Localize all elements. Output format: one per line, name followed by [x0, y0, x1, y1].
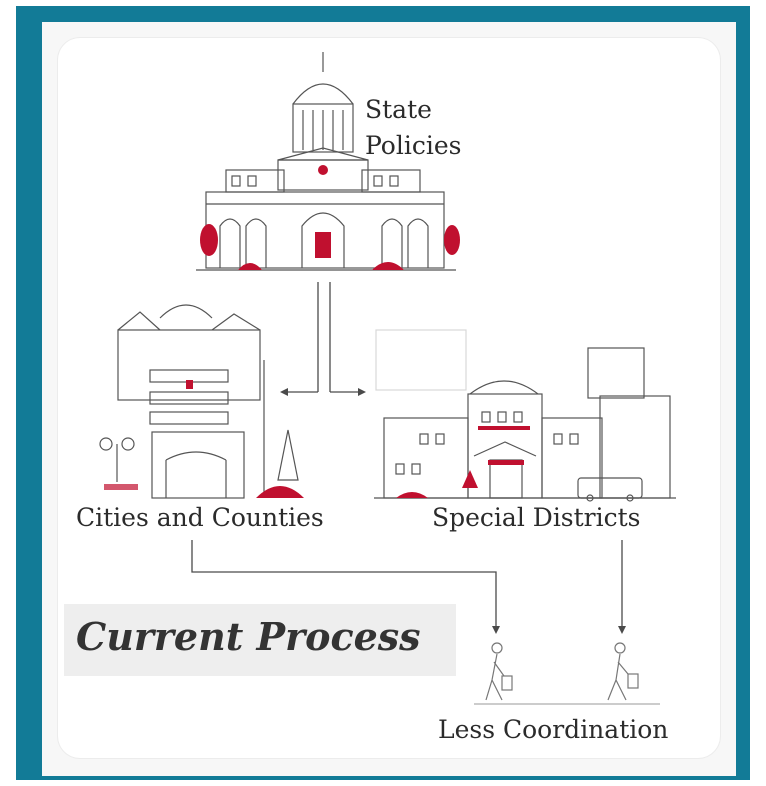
- state-label-line1: State: [365, 95, 432, 124]
- node-special-districts: Special Districts: [432, 503, 641, 532]
- arrow-down-icon: [492, 626, 500, 634]
- node-less-coordination: Less Coordination: [438, 715, 669, 744]
- city-building-icon: [99, 304, 299, 499]
- person-icon: [485, 642, 513, 701]
- city-accent-shapes: [104, 380, 304, 498]
- arrow-right-icon: [358, 388, 366, 396]
- arrow-heads: [280, 388, 626, 634]
- banner-title: Current Process: [76, 614, 421, 659]
- connector-lines: [191, 282, 623, 628]
- node-state-policies: State Policies: [365, 92, 461, 165]
- arrow-down-icon: [618, 626, 626, 634]
- node-cities-counties: Cities and Counties: [76, 503, 324, 532]
- process-banner: [64, 604, 456, 676]
- person-icon: [607, 642, 639, 701]
- state-label-line2: Policies: [365, 131, 462, 161]
- capitol-accent-shapes: [200, 165, 460, 270]
- district-accent-shapes: [396, 426, 530, 498]
- arrow-left-icon: [280, 388, 288, 396]
- district-buildings-icon: [374, 329, 676, 502]
- capitol-building-icon: [196, 52, 456, 271]
